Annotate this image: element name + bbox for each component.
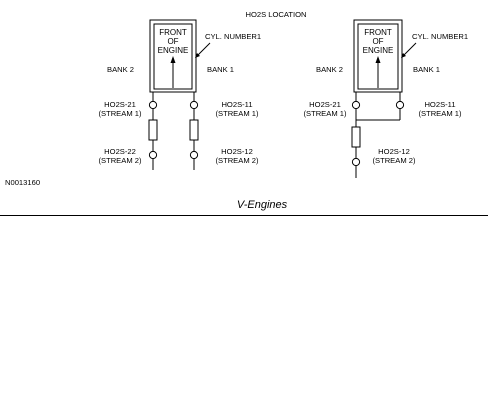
- diagram-title: HO2S LOCATION: [245, 10, 306, 19]
- left-engine-label-1: FRONT: [159, 28, 187, 37]
- left-cyl-leader-head: [195, 53, 200, 58]
- left-bank-1-label: BANK 1: [207, 65, 234, 74]
- left-bank2-catalyst: [148, 119, 158, 141]
- left-ho2s-12-sensor: [189, 150, 199, 160]
- right-ho2s-12-sensor: [351, 157, 361, 167]
- left-ho2s-21-name: HO2S-21: [104, 100, 136, 109]
- left-ho2s-11-stream: (STREAM 1): [215, 109, 259, 118]
- left-ho2s-11-name: HO2S-11: [221, 100, 252, 109]
- right-ho2s-21-sensor: [351, 100, 361, 110]
- left-ho2s-21-stream: (STREAM 1): [98, 109, 142, 118]
- right-engine-label-2: OF: [372, 37, 383, 46]
- right-ho2s-21-name: HO2S-21: [309, 100, 341, 109]
- left-bank-2-label: BANK 2: [107, 65, 134, 74]
- right-bank-2-label: BANK 2: [316, 65, 343, 74]
- left-ho2s-12-stream: (STREAM 2): [215, 156, 259, 165]
- right-engine-label-3: ENGINE: [363, 46, 394, 55]
- figure-id: N0013160: [5, 178, 40, 187]
- left-ho2s-22-sensor: [148, 150, 158, 160]
- right-cyl-label: CYL. NUMBER1: [412, 32, 468, 41]
- left-exhaust-diagram: FRONT OF ENGINE CYL. NUMBER1 BANK 2 BANK…: [98, 19, 261, 170]
- left-engine-label-2: OF: [167, 37, 178, 46]
- right-ho2s-11-name: HO2S-11: [424, 100, 455, 109]
- left-bank1-catalyst: [189, 119, 199, 141]
- right-exhaust-diagram: FRONT OF ENGINE CYL. NUMBER1 BANK 2 BANK…: [303, 19, 468, 178]
- right-merged-catalyst: [351, 126, 361, 148]
- right-ho2s-11-stream: (STREAM 1): [418, 109, 462, 118]
- left-ho2s-21-sensor: [148, 100, 158, 110]
- figure-caption: V-Engines: [237, 199, 288, 211]
- left-ho2s-22-name: HO2S-22: [104, 147, 136, 156]
- right-cyl-leader-head: [401, 53, 406, 58]
- left-front-arrow-head: [170, 56, 176, 63]
- right-ho2s-21-stream: (STREAM 1): [303, 109, 347, 118]
- left-ho2s-22-stream: (STREAM 2): [98, 156, 142, 165]
- left-ho2s-12-name: HO2S-12: [221, 147, 253, 156]
- right-front-arrow-head: [375, 56, 381, 63]
- left-engine-inner: [153, 23, 193, 90]
- left-ho2s-11-sensor: [189, 100, 199, 110]
- right-engine-label-1: FRONT: [364, 28, 392, 37]
- right-ho2s-12-name: HO2S-12: [378, 147, 410, 156]
- left-engine-label-3: ENGINE: [158, 46, 189, 55]
- right-ho2s-12-stream: (STREAM 2): [372, 156, 416, 165]
- right-ho2s-11-sensor: [395, 100, 405, 110]
- right-bank-1-label: BANK 1: [413, 65, 440, 74]
- left-cyl-label: CYL. NUMBER1: [205, 32, 261, 41]
- right-engine-inner: [357, 23, 399, 90]
